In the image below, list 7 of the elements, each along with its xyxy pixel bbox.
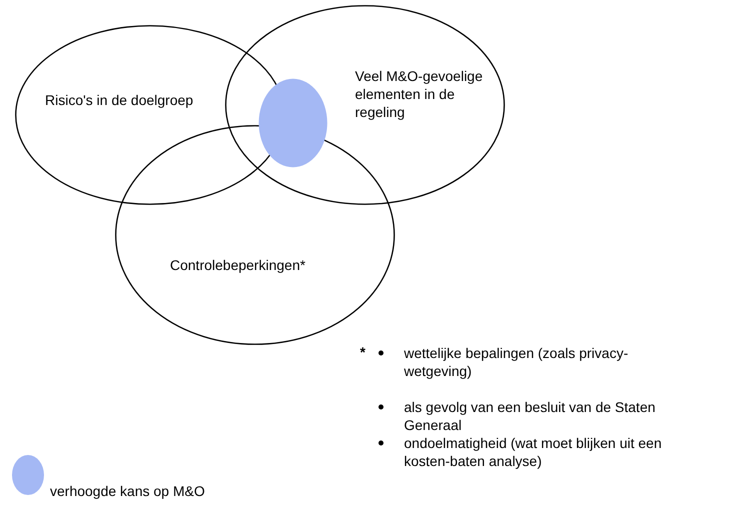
legend-label: verhoogde kans op M&O bbox=[50, 482, 205, 500]
set-label: Risico's in de doelgroep bbox=[45, 91, 194, 109]
footnote-item: ondoelmatigheid (wat moet blijken uit een kosten-baten analyse) bbox=[404, 434, 663, 470]
footnote-mark: * bbox=[360, 343, 366, 361]
set-label: Controlebeperkingen* bbox=[170, 256, 306, 274]
set-label: Veel M&O-gevoelige elementen in de regeling bbox=[355, 67, 484, 121]
footnote-item: wettelijke bepalingen (zoals privacy-wetgeving) bbox=[404, 344, 630, 380]
